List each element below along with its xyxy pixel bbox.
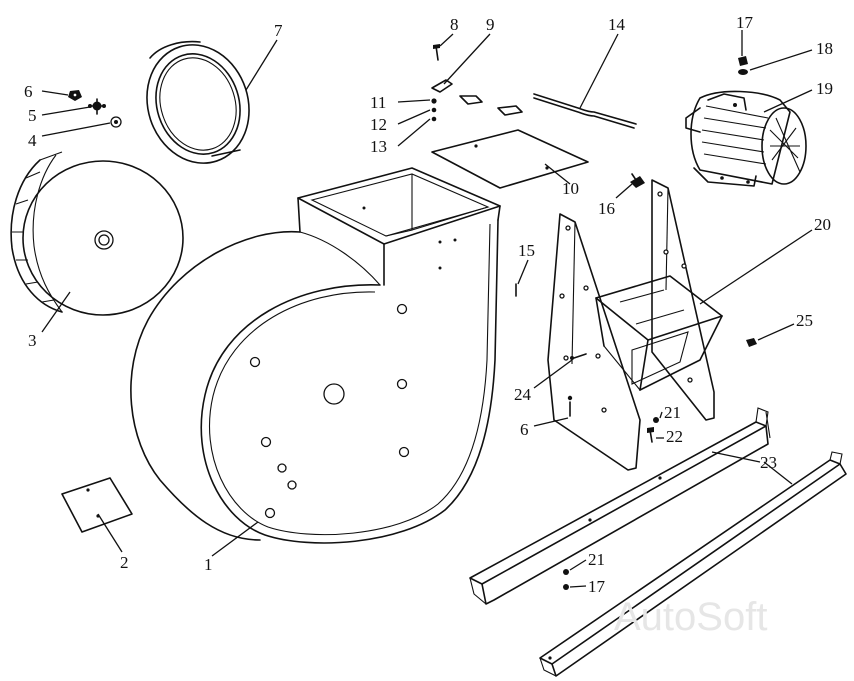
callout-23: 23 xyxy=(760,453,777,472)
rail-part-23-front xyxy=(469,407,771,605)
callout-3: 3 xyxy=(28,331,37,350)
rail-part-23-rear xyxy=(539,451,847,677)
clip-part-9 xyxy=(431,79,523,116)
hub-part-5 xyxy=(88,98,106,115)
stand-part-20 xyxy=(547,179,723,471)
bolt-part-16 xyxy=(630,173,645,188)
callout-25: 25 xyxy=(796,311,813,330)
callout-18: 18 xyxy=(816,39,833,58)
callout-2: 2 xyxy=(120,553,129,572)
watermark: AutoSoft xyxy=(614,595,767,639)
nut-part-6 xyxy=(68,90,82,101)
housing-part-1 xyxy=(130,167,501,544)
callout-24: 24 xyxy=(514,385,532,404)
plate-part-10 xyxy=(431,129,589,189)
callout-15: 15 xyxy=(518,241,535,260)
nut-part-21-upper xyxy=(653,417,659,423)
bolt-part-8 xyxy=(433,44,440,61)
callout-22: 22 xyxy=(666,427,683,446)
impeller-part-3 xyxy=(10,151,184,316)
bolt-part-6-lower xyxy=(567,395,573,417)
nut-part-25 xyxy=(746,338,757,347)
callout-13: 13 xyxy=(370,137,387,156)
nut-part-17-top xyxy=(738,56,748,66)
nut-part-17-lower xyxy=(563,584,569,590)
callout-6-lower: 6 xyxy=(520,420,529,439)
callout-20: 20 xyxy=(814,215,831,234)
callout-9: 9 xyxy=(486,15,495,34)
callout-8: 8 xyxy=(450,15,459,34)
callout-11: 11 xyxy=(370,93,386,112)
inlet-ring-part-7 xyxy=(146,40,250,164)
callout-16: 16 xyxy=(598,199,615,218)
washer-part-4 xyxy=(110,116,122,128)
callout-14: 14 xyxy=(608,15,626,34)
fastener-parts-11-13 xyxy=(431,98,437,122)
callout-7: 7 xyxy=(274,21,283,40)
callout-17-lower: 17 xyxy=(588,577,606,596)
callout-19: 19 xyxy=(816,79,833,98)
callout-1: 1 xyxy=(204,555,213,574)
callout-17-top: 17 xyxy=(736,13,754,32)
callout-4: 4 xyxy=(28,131,37,150)
washer-part-18 xyxy=(738,69,748,75)
callout-labels: 1 2 3 4 5 6 6 7 8 9 10 11 12 13 14 15 16… xyxy=(24,13,833,596)
callout-12: 12 xyxy=(370,115,387,134)
plate-part-2 xyxy=(61,477,133,533)
bolt-part-22 xyxy=(647,427,654,443)
leader-lines xyxy=(41,30,813,588)
nut-part-21-lower xyxy=(563,569,569,575)
callout-5: 5 xyxy=(28,106,37,125)
callout-6-top: 6 xyxy=(24,82,33,101)
callout-21-lower: 21 xyxy=(588,550,605,569)
motor-part-19 xyxy=(685,90,807,187)
callout-21-upper: 21 xyxy=(664,403,681,422)
callout-10: 10 xyxy=(562,179,579,198)
rod-part-14 xyxy=(533,93,637,129)
bolt-part-24 xyxy=(570,353,587,360)
